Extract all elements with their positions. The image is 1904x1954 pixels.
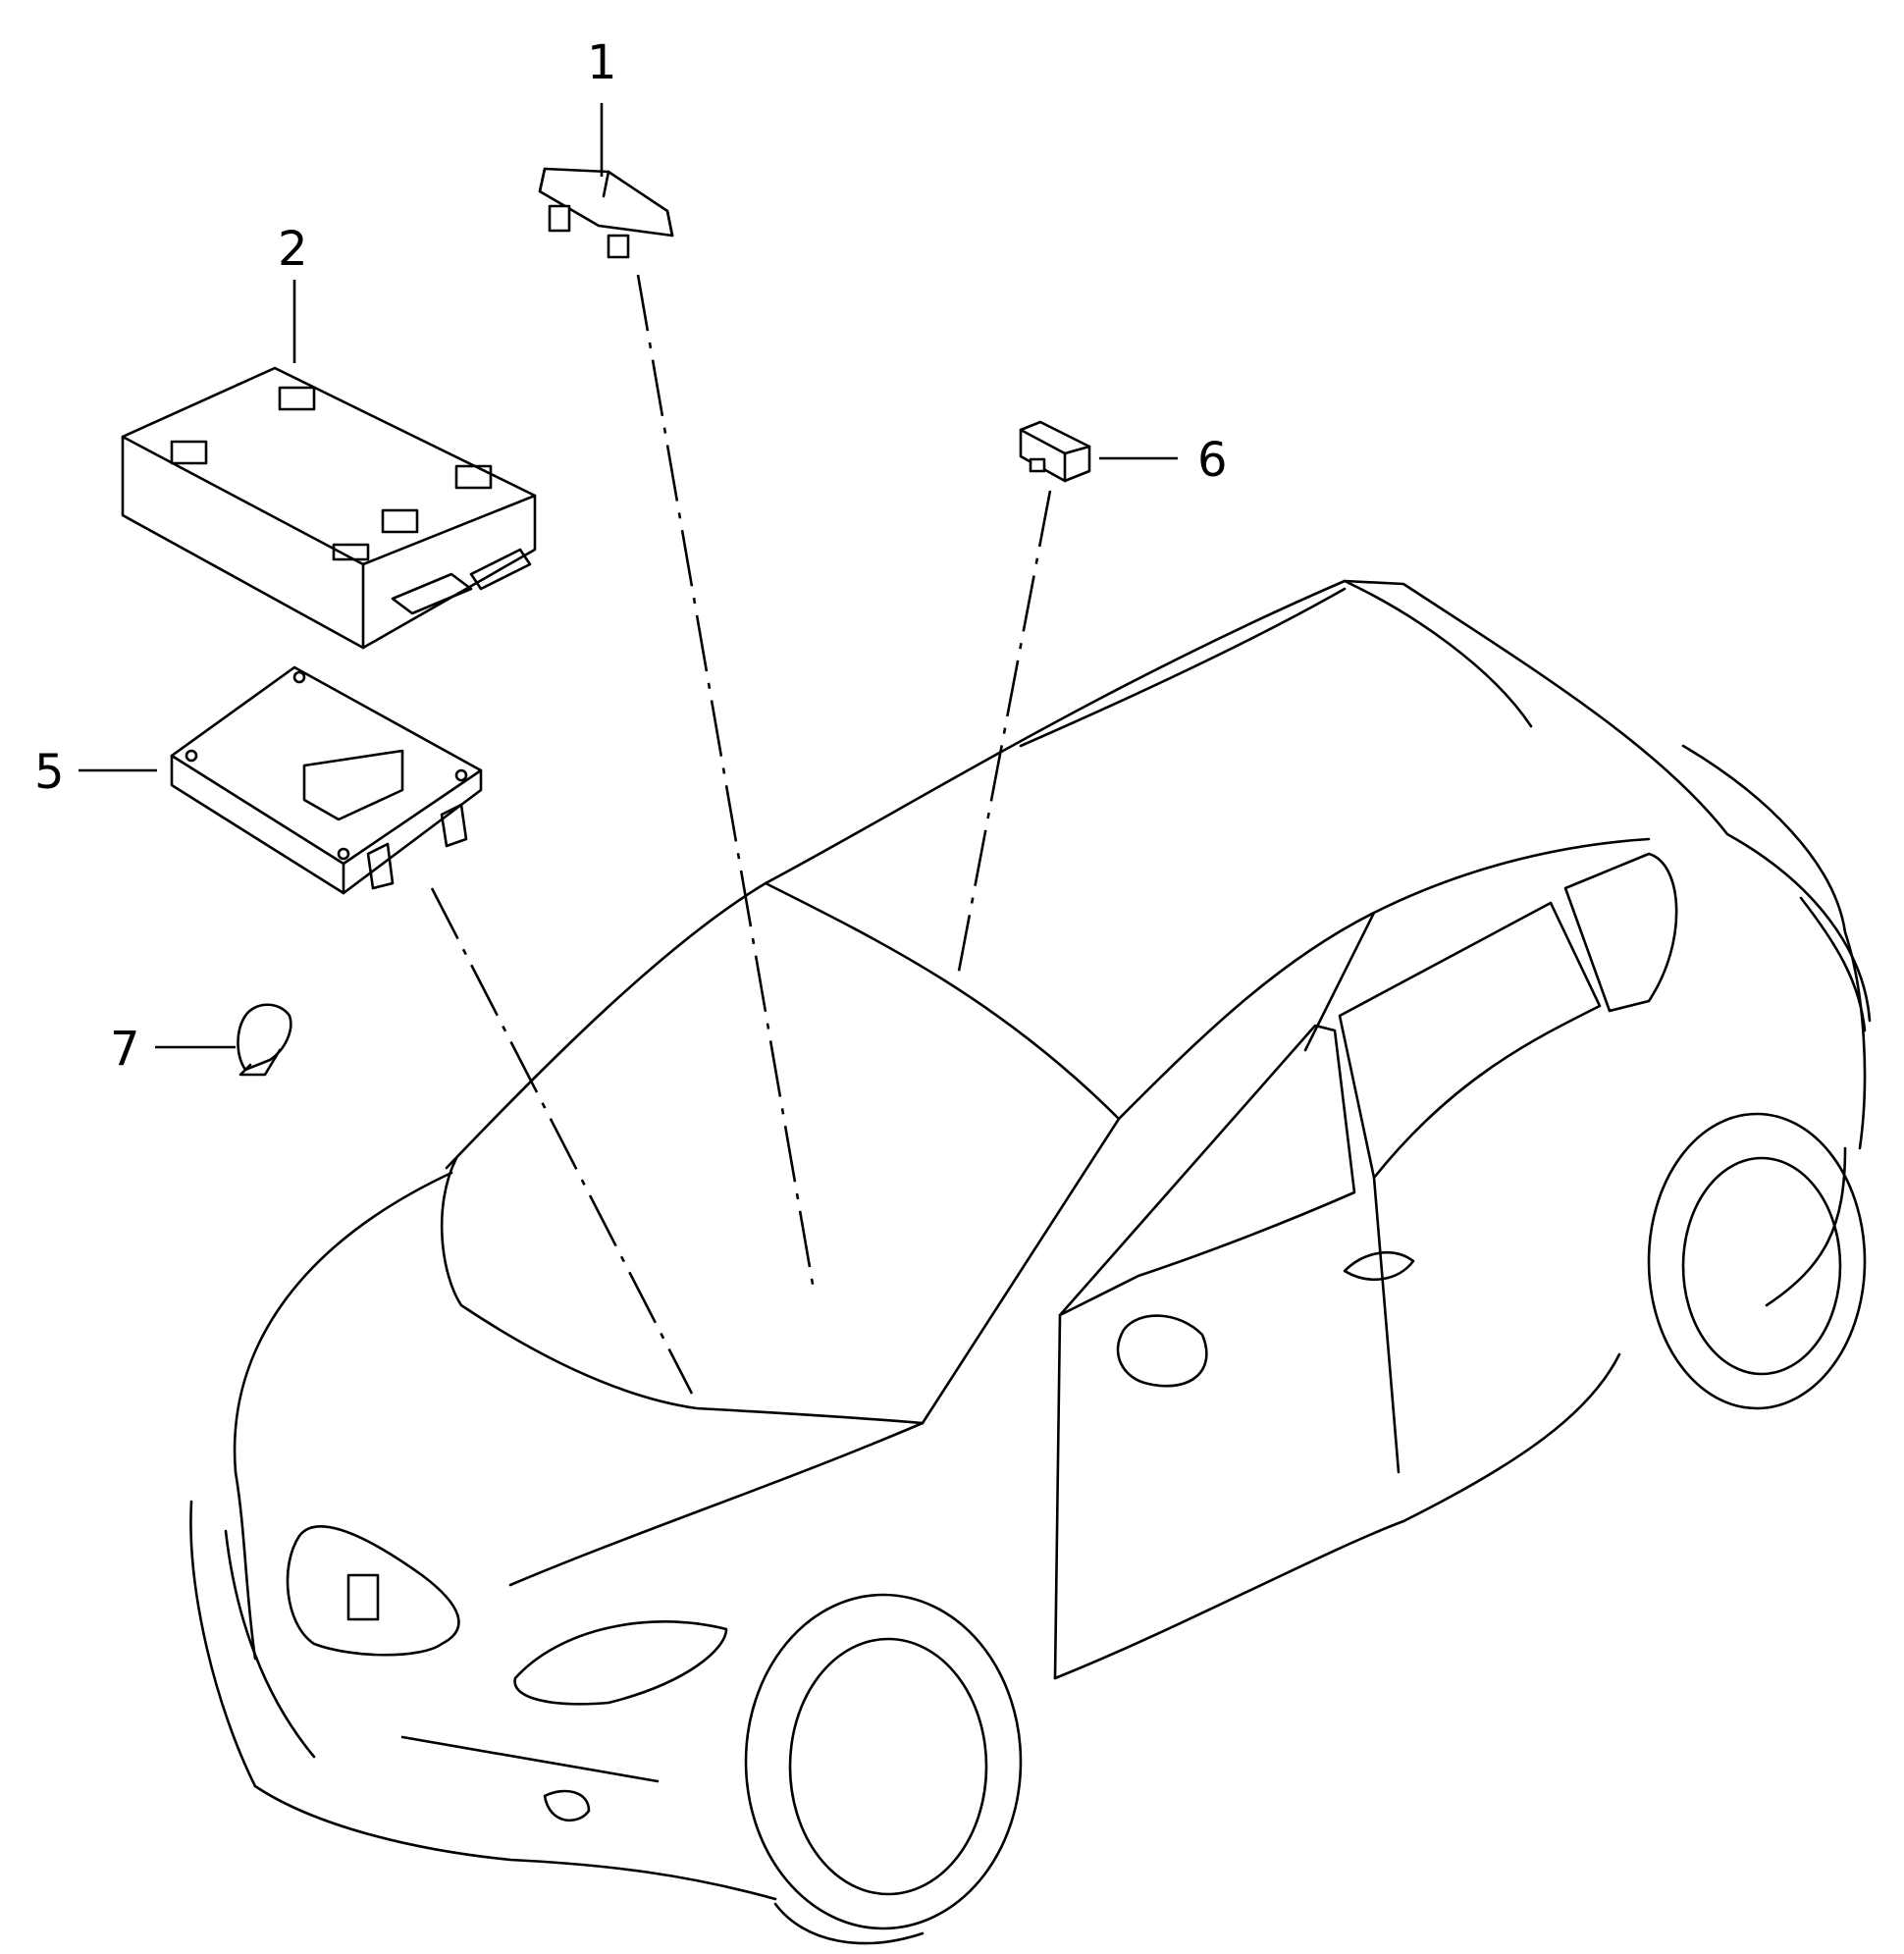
callout-6: 6 <box>1197 433 1228 488</box>
part-1-sensor <box>538 167 674 259</box>
part-5-module <box>170 665 483 895</box>
part-2-control-unit <box>121 366 537 650</box>
callout-7: 7 <box>110 1022 140 1077</box>
car-outline <box>189 579 1872 1945</box>
part-6-sensor <box>1019 420 1091 483</box>
part-7-clip <box>237 1003 292 1077</box>
link-5 <box>430 887 694 1395</box>
link-1 <box>636 274 817 1296</box>
callout-2: 2 <box>278 222 308 277</box>
callout-5: 5 <box>34 745 65 800</box>
callout-1: 1 <box>587 35 617 90</box>
link-6 <box>955 490 1052 982</box>
